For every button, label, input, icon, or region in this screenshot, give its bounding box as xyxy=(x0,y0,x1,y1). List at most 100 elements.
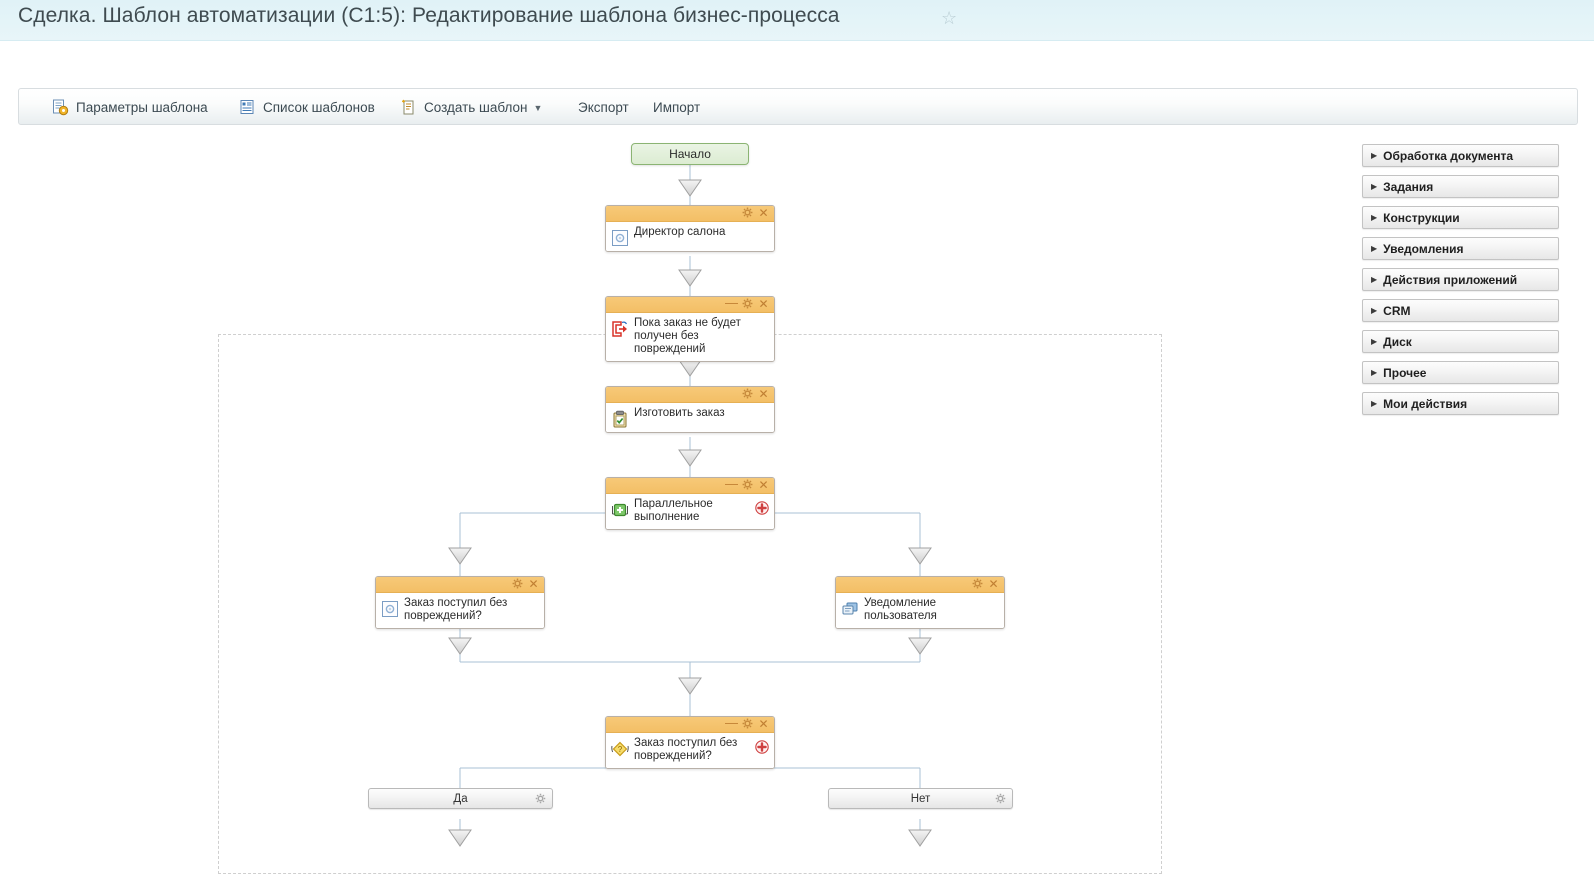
gear-icon[interactable] xyxy=(995,793,1006,804)
palette-item-5[interactable]: ▶Действия приложений xyxy=(1362,268,1559,291)
gear-icon xyxy=(972,578,983,593)
node-user-notification[interactable]: ✕ Уведомление пользователя xyxy=(835,576,1005,629)
gear-icon[interactable] xyxy=(741,718,754,731)
palette-item-3[interactable]: ▶Конструкции xyxy=(1362,206,1559,229)
node-body: Заказ поступил без повреждений? xyxy=(376,593,544,628)
gear-icon[interactable] xyxy=(741,298,754,311)
gear-icon xyxy=(742,718,753,733)
template-list-icon xyxy=(239,99,256,116)
favorite-star-icon[interactable]: ☆ xyxy=(941,8,958,28)
node-body: Пока заказ не будет получен без поврежде… xyxy=(606,313,774,361)
diagram-canvas[interactable]: Начало ✕Директор салона—✕Пока заказ не б… xyxy=(0,130,1594,874)
chevron-right-icon: ▶ xyxy=(1371,150,1378,160)
chevron-right-icon: ▶ xyxy=(1371,243,1378,253)
gear-icon xyxy=(512,578,523,593)
toolbar: Параметры шаблона Список шаблонов Создать … xyxy=(18,88,1578,125)
close-icon[interactable]: ✕ xyxy=(758,717,769,731)
app-header: Сделка. Шаблон автоматизации (C1:5): Ред… xyxy=(0,0,1594,41)
gear-icon[interactable] xyxy=(741,479,754,492)
palette-item-9[interactable]: ▶Мои действия xyxy=(1362,392,1559,415)
palette-item-label: Действия приложений xyxy=(1383,272,1518,287)
palette-item-label: Конструкции xyxy=(1383,210,1460,225)
svg-text:?: ? xyxy=(618,745,623,754)
node-label: Заказ поступил без повреждений? xyxy=(404,597,508,622)
connector-lines xyxy=(448,165,932,847)
node-start-label: Начало xyxy=(669,147,711,161)
toolbar-item-2[interactable]: Список шаблонов xyxy=(239,89,375,126)
close-icon[interactable]: ✕ xyxy=(758,478,769,492)
toolbar-item-3[interactable]: Создать шаблон▼ xyxy=(400,89,542,126)
loop-exit-icon xyxy=(611,320,629,338)
chevron-right-icon: ▶ xyxy=(1371,181,1378,191)
node-body: Параллельное выполнение xyxy=(606,494,774,529)
node-label: Уведомление пользователя xyxy=(864,597,937,622)
node-while-loop[interactable]: —✕Пока заказ не будет получен без повреж… xyxy=(605,296,775,362)
palette-item-4[interactable]: ▶Уведомления xyxy=(1362,237,1559,260)
gear-icon[interactable] xyxy=(741,207,754,220)
branch-button-label: Нет xyxy=(910,792,931,805)
close-icon[interactable]: ✕ xyxy=(988,577,999,591)
node-label: Пока заказ не будет получен без поврежде… xyxy=(634,317,741,355)
node-header[interactable]: —✕ xyxy=(606,476,774,494)
minimize-icon[interactable]: — xyxy=(725,295,738,310)
branch-button-1[interactable]: Да xyxy=(368,788,553,809)
palette-item-6[interactable]: ▶CRM xyxy=(1362,299,1559,322)
node-label: Заказ поступил без повреждений? xyxy=(634,737,738,762)
gear-icon[interactable] xyxy=(511,578,524,591)
node-body: ? Заказ поступил без повреждений? xyxy=(606,733,774,768)
node-header[interactable]: —✕ xyxy=(606,295,774,313)
gear-icon[interactable] xyxy=(971,578,984,591)
gear-icon xyxy=(742,388,753,403)
palette-item-label: Диск xyxy=(1383,334,1412,349)
add-branch-icon xyxy=(755,740,769,759)
toolbar-item-label: Импорт xyxy=(653,100,701,115)
add-branch-icon[interactable] xyxy=(755,501,769,515)
gear-icon xyxy=(742,298,753,313)
node-header[interactable]: ✕ xyxy=(606,206,774,222)
node-order-undamaged-condition[interactable]: —✕?Заказ поступил без повреждений? xyxy=(605,716,775,769)
gear-icon xyxy=(742,207,753,222)
node-label: Изготовить заказ xyxy=(634,407,725,419)
page-title: Сделка. Шаблон автоматизации (C1:5): Ред… xyxy=(18,4,840,27)
node-header[interactable]: ✕ xyxy=(606,387,774,403)
gear-icon xyxy=(742,479,753,494)
status-circle-icon xyxy=(611,229,629,247)
activity-palette: ▶Обработка документа▶Задания▶Конструкции… xyxy=(1362,144,1559,423)
status-circle-icon xyxy=(381,600,399,618)
node-header[interactable]: ✕ xyxy=(836,577,1004,593)
node-body: Уведомление пользователя xyxy=(836,593,1004,628)
minimize-icon[interactable]: — xyxy=(725,715,738,730)
chevron-right-icon: ▶ xyxy=(1371,305,1378,315)
gear-icon[interactable] xyxy=(741,388,754,401)
node-header[interactable]: —✕ xyxy=(606,715,774,733)
node-director[interactable]: ✕ Директор салона xyxy=(605,205,775,252)
new-template-icon xyxy=(400,99,417,116)
add-branch-icon xyxy=(755,501,769,520)
node-parallel-exec[interactable]: —✕Параллельное выполнение xyxy=(605,477,775,530)
palette-item-7[interactable]: ▶Диск xyxy=(1362,330,1559,353)
close-icon[interactable]: ✕ xyxy=(758,387,769,401)
node-order-undamaged-left[interactable]: ✕ Заказ поступил без повреждений? xyxy=(375,576,545,629)
gear-icon[interactable] xyxy=(535,793,546,804)
close-icon[interactable]: ✕ xyxy=(528,577,539,591)
close-icon[interactable]: ✕ xyxy=(758,297,769,311)
toolbar-item-label: Создать шаблон xyxy=(424,100,528,115)
toolbar-item-5[interactable]: Импорт xyxy=(646,89,700,126)
palette-item-2[interactable]: ▶ Задания xyxy=(1362,175,1559,198)
close-icon[interactable]: ✕ xyxy=(758,206,769,220)
branch-button-2[interactable]: Нет xyxy=(828,788,1013,809)
template-settings-icon xyxy=(52,99,69,116)
node-label: Директор салона xyxy=(634,226,726,238)
toolbar-item-4[interactable]: Экспорт xyxy=(571,89,629,126)
chevron-right-icon: ▶ xyxy=(1371,367,1378,377)
palette-item-1[interactable]: ▶Обработка документа xyxy=(1362,144,1559,167)
palette-item-8[interactable]: ▶Прочее xyxy=(1362,361,1559,384)
node-make-order[interactable]: ✕ Изготовить заказ xyxy=(605,386,775,433)
toolbar-item-1[interactable]: Параметры шаблона xyxy=(52,89,208,126)
node-start[interactable]: Начало xyxy=(631,143,749,165)
add-branch-icon[interactable] xyxy=(755,740,769,754)
minimize-icon[interactable]: — xyxy=(725,476,738,491)
palette-item-label: Задания xyxy=(1383,179,1434,194)
node-header[interactable]: ✕ xyxy=(376,577,544,593)
parallel-green-icon xyxy=(611,501,629,519)
